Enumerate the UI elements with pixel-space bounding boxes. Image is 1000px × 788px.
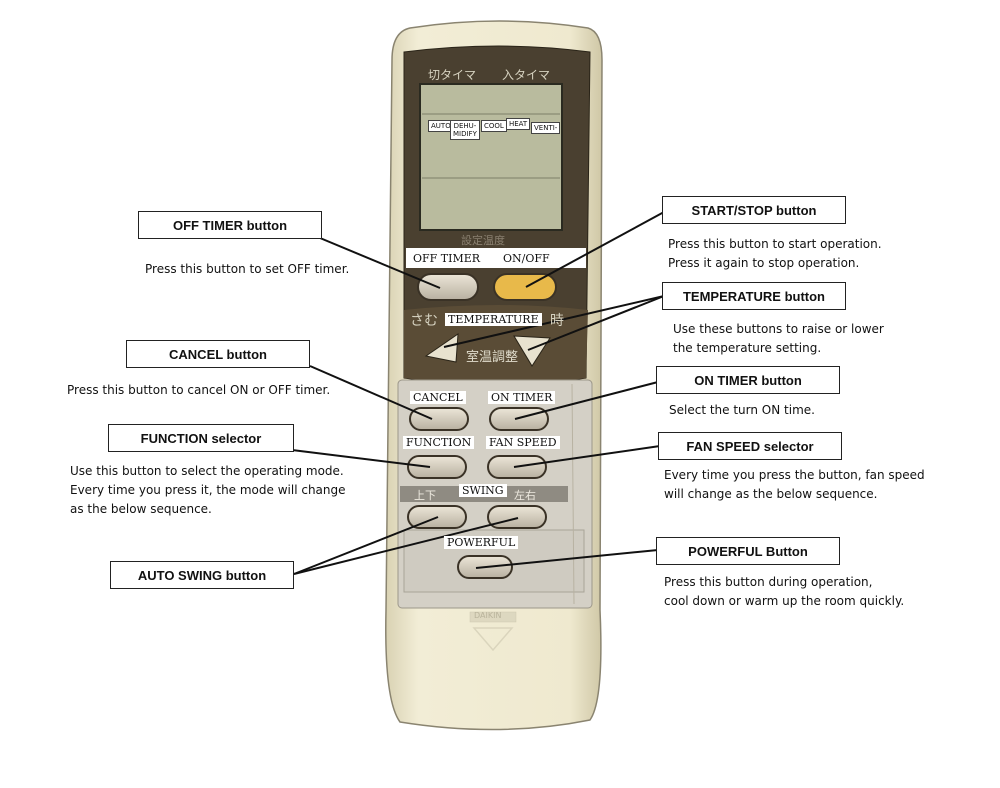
desc-start-stop: Press this button to start operation. Pr… bbox=[668, 235, 882, 273]
callout-temperature: TEMPERATURE button bbox=[662, 282, 846, 310]
callout-auto-swing: AUTO SWING button bbox=[110, 561, 294, 589]
callout-powerful: POWERFUL Button bbox=[656, 537, 840, 565]
desc-temperature-line-2: the temperature setting. bbox=[673, 341, 822, 355]
label-swing-vert-jp: 上下 bbox=[414, 489, 436, 502]
lcd-screen bbox=[419, 83, 563, 231]
callout-cancel: CANCEL button bbox=[126, 340, 310, 368]
desc-on-timer-line: Select the turn ON time. bbox=[669, 403, 815, 417]
temp-jp-right: 時 bbox=[550, 313, 564, 329]
desc-function-line-3: as the below sequence. bbox=[70, 502, 212, 516]
swing-horz-button[interactable] bbox=[488, 506, 546, 528]
off-timer-button-shape bbox=[417, 273, 479, 301]
label-on-timer: ON TIMER bbox=[488, 391, 556, 404]
callout-fan-speed: FAN SPEED selector bbox=[658, 432, 842, 460]
desc-fan-speed-line-1: Every time you press the button, fan spe… bbox=[664, 468, 925, 482]
lcd-label-on-timer-jp: 入タイマ bbox=[502, 68, 551, 82]
desc-powerful-line-2: cool down or warm up the room quickly. bbox=[664, 594, 905, 608]
desc-temperature: Use these buttons to raise or lower the … bbox=[673, 320, 884, 358]
label-off-timer: OFF TIMER bbox=[413, 252, 481, 265]
temp-down-arrow bbox=[424, 332, 459, 363]
desc-powerful: Press this button during operation, cool… bbox=[664, 573, 904, 611]
leader-swing-2 bbox=[293, 517, 519, 575]
mode-venti: VENTI- bbox=[531, 122, 561, 134]
label-swing-horz-jp: 左右 bbox=[514, 489, 536, 502]
leader-fan-speed bbox=[513, 445, 661, 468]
label-on-off: ON/OFF bbox=[503, 252, 550, 265]
powerful-button[interactable] bbox=[458, 556, 512, 578]
desc-cancel-line: Press this button to cancel ON or OFF ti… bbox=[67, 383, 331, 397]
desc-fan-speed: Every time you press the button, fan spe… bbox=[664, 466, 925, 504]
label-function: FUNCTION bbox=[403, 436, 475, 449]
leader-cancel bbox=[309, 365, 433, 420]
desc-function-line-2: Every time you press it, the mode will c… bbox=[70, 483, 346, 497]
desc-start-stop-line-1: Press this button to start operation. bbox=[668, 237, 882, 251]
temp-jp-left: さむ bbox=[410, 313, 438, 329]
brand-logo bbox=[469, 611, 517, 652]
cancel-button[interactable] bbox=[410, 408, 468, 430]
desc-off-timer: Press this button to set OFF timer. bbox=[145, 260, 349, 279]
swing-vert-button[interactable] bbox=[408, 506, 466, 528]
temp-up-arrow bbox=[513, 335, 551, 367]
set-temp-jp: 設定温度 bbox=[461, 234, 505, 247]
temp-down-button[interactable] bbox=[426, 334, 458, 362]
brand-logo-text: DAIKIN bbox=[474, 611, 502, 620]
label-fan-speed: FAN SPEED bbox=[486, 436, 560, 449]
leader-off-timer bbox=[319, 237, 441, 289]
desc-powerful-line-1: Press this button during operation, bbox=[664, 575, 873, 589]
lcd-label-off-timer-jp: 切タイマ bbox=[428, 68, 477, 82]
leader-function bbox=[291, 449, 431, 468]
callout-off-timer: OFF TIMER button bbox=[138, 211, 322, 239]
desc-function-line-1: Use this button to select the operating … bbox=[70, 464, 344, 478]
temp-up-button[interactable] bbox=[514, 336, 550, 366]
desc-off-timer-line: Press this button to set OFF timer. bbox=[145, 262, 350, 276]
leader-powerful bbox=[475, 549, 659, 569]
off-timer-button[interactable] bbox=[418, 274, 478, 300]
function-button[interactable] bbox=[408, 456, 466, 478]
label-swing: SWING bbox=[459, 484, 507, 497]
on-timer-button[interactable] bbox=[490, 408, 548, 430]
label-band bbox=[406, 248, 586, 268]
callout-start-stop: START/STOP button bbox=[662, 196, 846, 224]
mode-cool: COOL bbox=[481, 120, 507, 132]
mode-heat: HEAT bbox=[506, 118, 531, 130]
callout-on-timer: ON TIMER button bbox=[656, 366, 840, 394]
leader-on-timer bbox=[514, 381, 659, 420]
fan-speed-button[interactable] bbox=[488, 456, 546, 478]
desc-fan-speed-line-2: will change as the below sequence. bbox=[664, 487, 878, 501]
function-button-shape bbox=[407, 455, 467, 479]
desc-on-timer: Select the turn ON time. bbox=[669, 401, 815, 420]
label-cancel: CANCEL bbox=[410, 391, 466, 404]
desc-temperature-line-1: Use these buttons to raise or lower bbox=[673, 322, 884, 336]
label-powerful: POWERFUL bbox=[444, 536, 519, 549]
cancel-button-shape bbox=[409, 407, 469, 431]
mode-dehumidify: DEHU- MIDIFY bbox=[450, 120, 480, 140]
desc-function: Use this button to select the operating … bbox=[70, 462, 346, 519]
desc-cancel: Press this button to cancel ON or OFF ti… bbox=[67, 381, 330, 400]
room-temp-jp: 室温調整 bbox=[466, 350, 519, 365]
leader-start-stop bbox=[525, 211, 665, 288]
leader-temperature-2 bbox=[527, 295, 665, 351]
leader-swing-1 bbox=[293, 516, 439, 575]
start-stop-button-shape bbox=[493, 273, 557, 301]
desc-start-stop-line-2: Press it again to stop operation. bbox=[668, 256, 860, 270]
callout-function: FUNCTION selector bbox=[108, 424, 294, 452]
start-stop-button[interactable] bbox=[494, 274, 556, 300]
leader-temperature-1 bbox=[443, 295, 665, 348]
label-temperature: TEMPERATURE bbox=[445, 313, 542, 326]
